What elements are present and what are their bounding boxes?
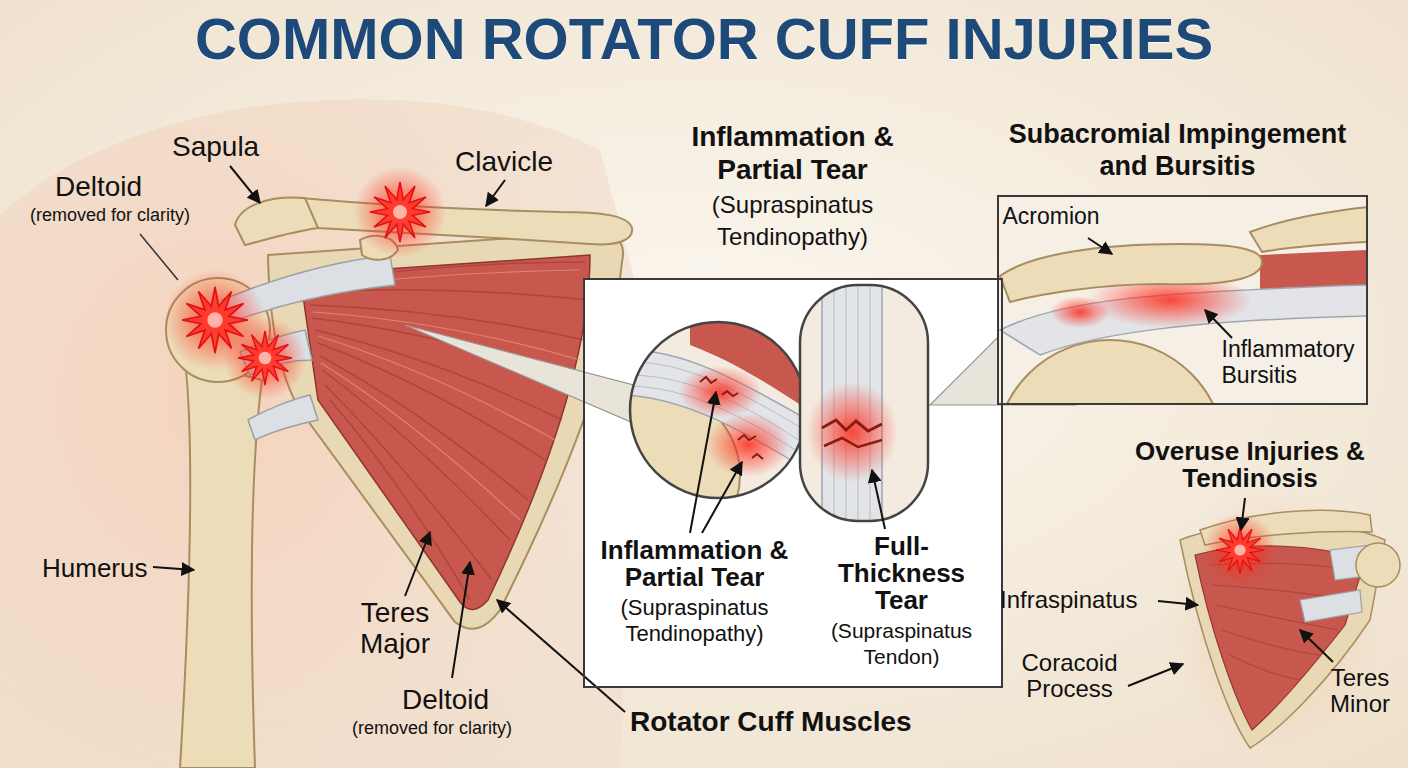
part-note: (removed for clarity): [352, 718, 512, 740]
muscle-striation: [310, 262, 588, 600]
skin-silhouette: [0, 99, 640, 768]
tendon: [1300, 590, 1362, 622]
inset-subcaption: (Supraspinatus Tendinopathy): [590, 595, 800, 648]
clavicle-bone: [300, 198, 632, 244]
leader-arrow: [1158, 601, 1198, 605]
leader-arrow: [872, 470, 885, 529]
leader-arrow: [1088, 238, 1112, 254]
part-label: Sapula: [172, 130, 259, 164]
part-label: Teres Minor: [1318, 665, 1402, 718]
leader-arrow: [486, 180, 505, 206]
tear-crack: [824, 438, 882, 447]
panel-heading: Inflammation & Partial Tear: [678, 120, 908, 187]
panel-heading: Subacromial Impingement and Bursitis: [983, 118, 1373, 183]
muscle-highlight: [312, 270, 580, 520]
leader-arrow: [1300, 630, 1333, 662]
part-label: Humerus: [42, 553, 147, 584]
bursitis-glow: [1050, 296, 1110, 328]
inset-acromion: [1000, 244, 1262, 302]
inset-panel: Inflammation & Partial Tear(Supraspinatu…: [583, 278, 1003, 688]
pain-marker: [354, 166, 446, 258]
leader-arrow: [452, 562, 470, 678]
inflammation-glow: [678, 366, 762, 418]
inset-caption: Inflammation & Partial Tear: [590, 537, 800, 592]
leader-arrow: [153, 567, 194, 570]
inset-caption: Full-Thickness Tear: [812, 533, 992, 615]
impingement-inset: [999, 197, 1366, 403]
acromion-bone: [235, 197, 318, 245]
leader-arrow: [1205, 310, 1232, 338]
part-label: Clavicle: [455, 145, 553, 179]
inflammation-glow: [806, 382, 898, 482]
part-label: Inflammatory Bursitis: [1222, 336, 1362, 389]
leader-arrow: [702, 462, 742, 533]
group-label: Rotator Cuff Muscles: [630, 705, 912, 739]
part-label: Coracoid Process: [1012, 650, 1127, 703]
inset-panel: Subacromial Impingement and BursitisAcro…: [997, 195, 1368, 405]
inset-subcaption: (Supraspinatus Tendon): [812, 618, 992, 668]
inset-circle-outline: [630, 322, 806, 498]
inset-clavicle: [1250, 207, 1366, 252]
pain-marker: [1203, 513, 1277, 587]
callout-wedge: [405, 325, 645, 428]
part-label: Teres Major: [345, 598, 445, 660]
humeral-head: [1356, 543, 1400, 587]
leader-arrow: [1128, 664, 1183, 686]
inflammation-glow: [706, 413, 790, 477]
inset-ground: [583, 278, 1003, 688]
injury-label: Overuse Injuries & Tendinosis: [1130, 438, 1370, 493]
leader-arrow: [1241, 498, 1245, 530]
teres-minor-tendon: [248, 395, 318, 440]
part-note: (removed for clarity): [30, 205, 190, 227]
pain-marker: [224, 317, 307, 400]
partial-tear-inset: [570, 320, 808, 560]
inset-panel-outline: [800, 285, 928, 521]
rotator-cuff-muscle: [300, 255, 590, 610]
leader-arrow: [690, 392, 716, 533]
full-tear-inset: [800, 285, 928, 521]
part-label: Infraspinatus: [1000, 586, 1137, 615]
panel-subheading: (Supraspinatus Tendinopathy): [683, 189, 903, 254]
tear-crack: [700, 377, 763, 459]
leader-arrow: [405, 532, 430, 596]
tear-crack: [822, 420, 882, 431]
part-label: Acromion: [1003, 203, 1100, 231]
leader-arrow: [497, 600, 625, 712]
part-label: Deltoid: [55, 170, 142, 204]
diagram-title: COMMON ROTATOR CUFF INJURIES: [0, 6, 1408, 73]
leader-arrow: [230, 166, 260, 203]
part-label: Deltoid: [402, 683, 489, 717]
leader-line: [140, 234, 178, 280]
inset-background: [800, 285, 928, 521]
